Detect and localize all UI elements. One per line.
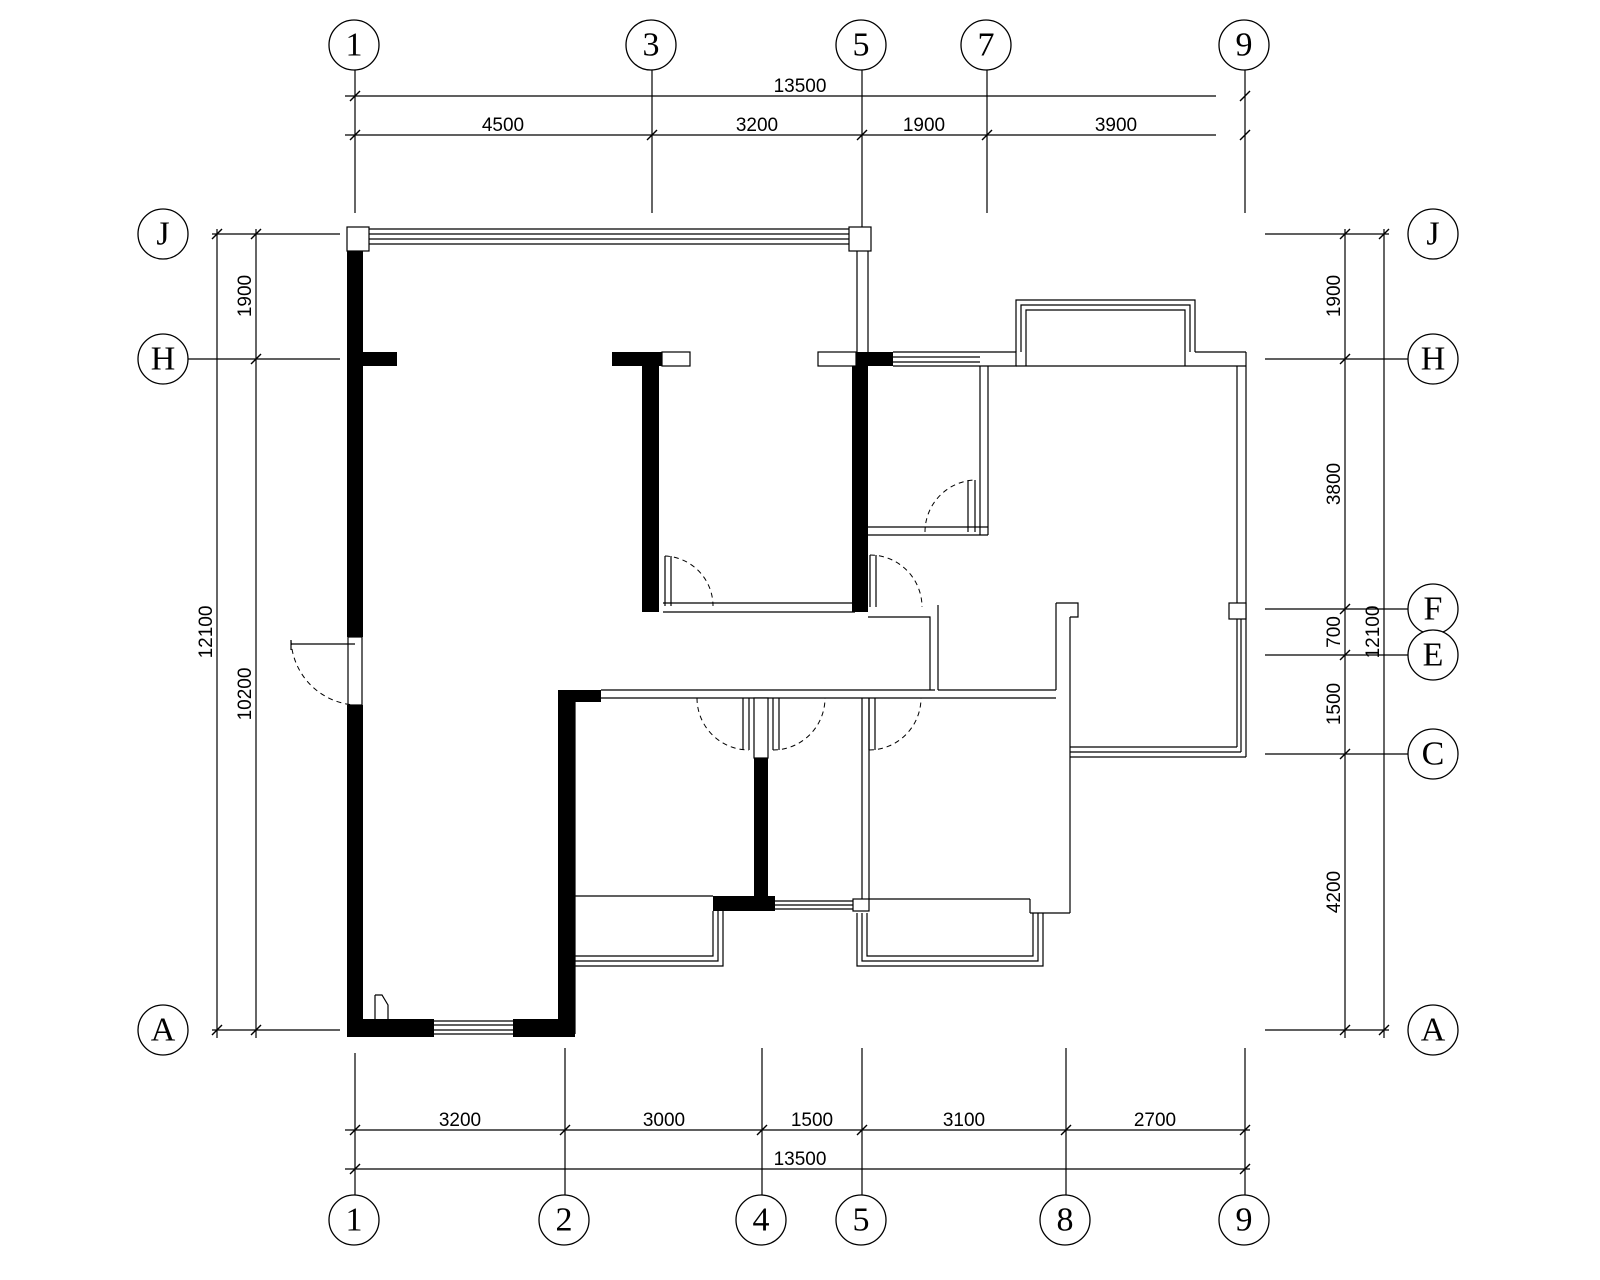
axis-label-right-j: J	[1426, 216, 1439, 253]
right-dimension-h-f: 3800	[1324, 463, 1345, 505]
axis-label-bottom-5: 5	[853, 1202, 870, 1239]
right-outer-dimension: 12100	[1363, 606, 1384, 659]
axis-label-left-h: H	[151, 341, 176, 378]
axis-label-right-h: H	[1421, 341, 1446, 378]
top-dimension-5-7: 1900	[903, 115, 945, 136]
axis-bubble-bottom-5	[835, 1194, 887, 1246]
right-dimension-c-a: 4200	[1324, 871, 1345, 913]
left-dimension-h-a: 10200	[235, 668, 256, 721]
axis-bubble-bottom-8	[1039, 1194, 1091, 1246]
axis-bubble-left-a	[137, 1004, 189, 1056]
axis-bubbles-left: J H A	[137, 208, 189, 1056]
axis-label-bottom-9: 9	[1236, 1202, 1253, 1239]
axis-bubble-bottom-4	[735, 1194, 787, 1246]
axis-label-bottom-1: 1	[346, 1202, 363, 1239]
top-dimensions: 13500 4500 3200 1900 3900	[345, 58, 1251, 235]
axis-bubble-top-5	[835, 19, 887, 71]
top-dimension-7-9: 3900	[1095, 115, 1137, 136]
walls-structural	[347, 251, 893, 1037]
right-dimensions: 1900 3800 700 1500 4200 12100	[1265, 228, 1415, 1038]
left-dimensions: 12100 1900 10200	[185, 228, 340, 1038]
axis-bubble-right-j	[1407, 208, 1459, 260]
right-dimension-j-h: 1900	[1324, 275, 1345, 317]
bottom-dimension-2-4: 3000	[643, 1110, 685, 1131]
right-dimension-e-c: 1500	[1324, 683, 1345, 725]
axis-bubbles-top: 1 3 5 7 9	[328, 19, 1270, 71]
axis-label-top-1: 1	[346, 27, 363, 64]
bottom-dimension-8-9: 2700	[1134, 1110, 1176, 1131]
right-dimension-f-e: 700	[1324, 616, 1345, 648]
axis-bubble-top-9	[1218, 19, 1270, 71]
axis-bubble-top-3	[625, 19, 677, 71]
axis-bubble-right-c	[1407, 728, 1459, 780]
axis-label-top-3: 3	[643, 27, 660, 64]
axis-label-bottom-8: 8	[1057, 1202, 1074, 1239]
axis-bubble-right-e	[1407, 629, 1459, 681]
axis-label-right-a: A	[1421, 1012, 1446, 1049]
axis-bubble-bottom-2	[538, 1194, 590, 1246]
axis-label-right-e: E	[1423, 637, 1444, 674]
bottom-dimension-5-8: 3100	[943, 1110, 985, 1131]
axis-bubble-right-h	[1407, 333, 1459, 385]
axis-bubbles-bottom: 1 2 4 5 8 9	[328, 1194, 1270, 1246]
left-outer-dimension: 12100	[196, 606, 217, 659]
bottom-total-dimension: 13500	[774, 1149, 827, 1170]
axis-label-top-5: 5	[853, 27, 870, 64]
left-dimension-j-h: 1900	[235, 275, 256, 317]
axis-label-right-f: F	[1424, 591, 1443, 628]
axis-bubble-top-1	[328, 19, 380, 71]
axis-label-left-j: J	[156, 216, 169, 253]
axis-label-top-9: 9	[1236, 27, 1253, 64]
axis-label-left-a: A	[151, 1012, 176, 1049]
axis-bubble-left-j	[137, 208, 189, 260]
axis-bubbles-right: J H F E C A	[1407, 208, 1459, 1056]
axis-label-right-c: C	[1422, 736, 1445, 773]
axis-label-bottom-2: 2	[556, 1202, 573, 1239]
bottom-dimension-4-5: 1500	[791, 1110, 833, 1131]
axis-bubble-top-7	[960, 19, 1012, 71]
top-total-dimension: 13500	[774, 76, 827, 97]
axis-bubble-left-h	[137, 333, 189, 385]
walls-outline	[346, 226, 1247, 1035]
top-dimension-1-3: 4500	[482, 115, 524, 136]
axis-bubble-bottom-1	[328, 1194, 380, 1246]
axis-label-top-7: 7	[978, 27, 995, 64]
bottom-dimensions: 3200 3000 1500 3100 2700 13500	[345, 1048, 1251, 1205]
door-swings	[290, 479, 976, 751]
axis-label-bottom-4: 4	[753, 1202, 770, 1239]
axis-bubble-right-a	[1407, 1004, 1459, 1056]
axis-bubble-bottom-9	[1218, 1194, 1270, 1246]
top-dimension-3-5: 3200	[736, 115, 778, 136]
bottom-dimension-1-2: 3200	[439, 1110, 481, 1131]
